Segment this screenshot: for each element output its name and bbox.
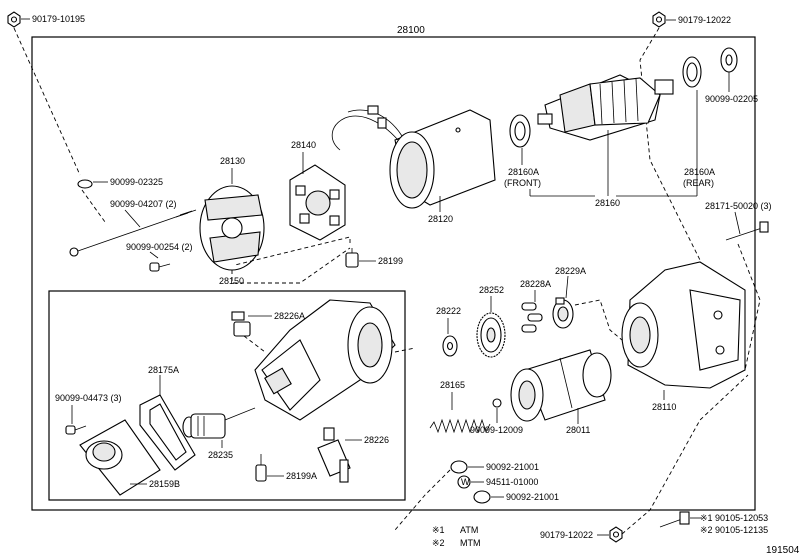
- label-90099-12009: 90099-12009: [470, 425, 523, 435]
- label-90179-10195: 90179-10195: [32, 14, 85, 24]
- starter-housing-28110[interactable]: [621, 261, 746, 389]
- label-90092-21001-a: 90092-21001: [486, 462, 539, 472]
- bushing-90092-21001-a[interactable]: [450, 460, 468, 474]
- label-28011: 28011: [566, 425, 590, 435]
- label-28226: 28226: [364, 435, 389, 445]
- assembly-label: 28100: [397, 25, 425, 36]
- label-28160a-rear: 28160A: [684, 167, 715, 177]
- idler-gear-28252[interactable]: [476, 312, 506, 358]
- screw-90099-04473[interactable]: [65, 425, 87, 435]
- label-90105-12053: ※1 90105-12053: [700, 513, 768, 523]
- label-28235: 28235: [208, 450, 233, 460]
- ball-90099-12009[interactable]: [492, 398, 502, 408]
- yoke[interactable]: [389, 109, 496, 209]
- terminal-28199[interactable]: [345, 248, 359, 268]
- label-28110: 28110: [652, 402, 676, 412]
- o-ring-90099-02325[interactable]: [77, 179, 93, 189]
- label-28226a: 28226A: [274, 311, 305, 321]
- end-cover-28159b[interactable]: [79, 419, 161, 496]
- nut-90179-12022-bottom[interactable]: [609, 526, 623, 543]
- label-28199: 28199: [378, 256, 403, 266]
- label-28228a: 28228A: [520, 279, 551, 289]
- brush-holder[interactable]: [289, 164, 346, 241]
- screw-90099-00254[interactable]: [149, 262, 171, 272]
- label-90179-12022-bottom: 90179-12022: [540, 530, 593, 540]
- sub-assembly-frame: [48, 290, 406, 501]
- label-28199a: 28199A: [286, 471, 317, 481]
- bolt-28171-50020[interactable]: [725, 221, 769, 241]
- assembly-frame: [31, 36, 756, 511]
- rollers-28228a[interactable]: [521, 302, 543, 333]
- label-28252: 28252: [479, 285, 504, 295]
- washer-28222[interactable]: [442, 335, 458, 357]
- label-90099-02325: 90099-02325: [110, 177, 163, 187]
- front-bearing[interactable]: [509, 114, 531, 148]
- starter-clutch-28011[interactable]: [510, 349, 612, 422]
- label-90105-12135: ※2 90105-12135: [700, 525, 768, 535]
- label-28159b: 28159B: [149, 479, 180, 489]
- label-28222: 28222: [436, 306, 461, 316]
- label-90099-00254: 90099-00254 (2): [126, 242, 193, 252]
- svg-text:W: W: [461, 477, 470, 487]
- rear-bearing[interactable]: [682, 56, 702, 88]
- legend-mark-2: ※2: [432, 538, 445, 548]
- nut-90179-12022-top[interactable]: [652, 11, 666, 28]
- label-28160: 28160: [595, 198, 620, 208]
- figure-id: 191504: [766, 545, 800, 556]
- plunger-28235[interactable]: [182, 407, 256, 439]
- label-90099-02205: 90099-02205: [705, 94, 758, 104]
- terminal-28199a[interactable]: [255, 454, 267, 482]
- legend-text-1: ATM: [460, 525, 478, 535]
- label-90179-12022-top: 90179-12022: [678, 15, 731, 25]
- armature[interactable]: [537, 74, 674, 141]
- washer-90099-02205[interactable]: [720, 47, 738, 73]
- label-28165: 28165: [440, 380, 465, 390]
- magnetic-switch[interactable]: [254, 299, 396, 421]
- label-28229a: 28229A: [555, 266, 586, 276]
- through-bolt[interactable]: [69, 209, 197, 257]
- label-28160a-front-note: (FRONT): [504, 178, 541, 188]
- label-28160a-front: 28160A: [508, 167, 539, 177]
- retainer-28229a[interactable]: [552, 297, 574, 329]
- commutator-end-frame[interactable]: [199, 185, 265, 271]
- label-28120: 28120: [428, 214, 453, 224]
- label-90092-21001-b: 90092-21001: [506, 492, 559, 502]
- label-90099-04207: 90099-04207 (2): [110, 199, 177, 209]
- bolt-90105[interactable]: [659, 511, 690, 528]
- label-90099-04473: 90099-04473 (3): [55, 393, 122, 403]
- label-28175a: 28175A: [148, 365, 179, 375]
- label-28160a-rear-note: (REAR): [683, 178, 714, 188]
- washer-94511-01000[interactable]: W: [457, 475, 471, 489]
- spring-28165[interactable]: [429, 418, 491, 434]
- nut-90179-10195[interactable]: [7, 11, 21, 28]
- terminal-bolt-28226a[interactable]: [231, 311, 251, 337]
- label-94511-01000: 94511-01000: [486, 477, 538, 487]
- label-28140: 28140: [291, 140, 316, 150]
- legend-mark-1: ※1: [432, 525, 445, 535]
- gasket-28175a[interactable]: [139, 394, 196, 471]
- label-28171-50020: 28171-50020 (3): [705, 201, 772, 211]
- legend-text-2: MTM: [460, 538, 481, 548]
- terminal-kit-28226[interactable]: [317, 427, 351, 483]
- label-28150: 28150: [219, 276, 244, 286]
- bushing-90092-21001-b[interactable]: [473, 490, 491, 504]
- yoke-lead-wire: [331, 105, 403, 151]
- label-28130: 28130: [220, 156, 245, 166]
